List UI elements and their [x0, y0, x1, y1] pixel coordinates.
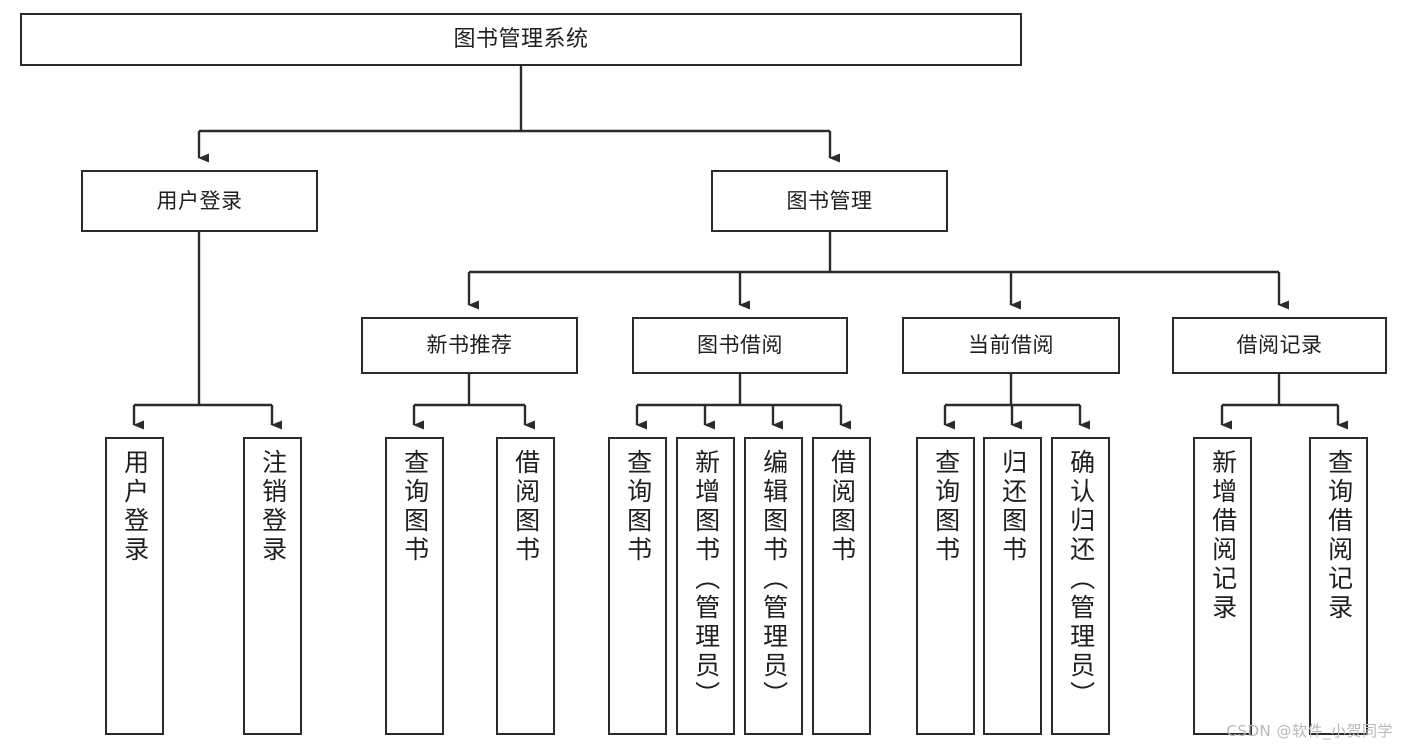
node-label: 新书推荐 [426, 333, 513, 358]
node-label: 新增图书（管理员） [691, 449, 721, 710]
leaf-user-login[interactable]: 用户登录 [105, 437, 164, 735]
leaf-borrow-edit-book-admin[interactable]: 编辑图书（管理员） [744, 437, 803, 735]
node-book-management[interactable]: 图书管理 [711, 170, 948, 232]
node-label: 查询图书 [623, 449, 653, 565]
leaf-record-query-borrow-record[interactable]: 查询借阅记录 [1309, 437, 1368, 735]
leaf-borrow-add-book-admin[interactable]: 新增图书（管理员） [676, 437, 735, 735]
node-label: 查询图书 [400, 449, 430, 565]
node-label: 图书管理系统 [453, 26, 589, 52]
node-label: 用户登录 [156, 188, 243, 213]
node-label: 用户登录 [120, 449, 150, 565]
leaf-borrow-lend-book[interactable]: 借阅图书 [812, 437, 871, 735]
node-label: 归还图书 [998, 449, 1028, 565]
node-label: 借阅图书 [827, 449, 857, 565]
node-label: 图书借阅 [697, 333, 783, 358]
leaf-newbook-borrow-book[interactable]: 借阅图书 [496, 437, 555, 735]
leaf-current-confirm-return-admin[interactable]: 确认归还（管理员） [1051, 437, 1110, 735]
leaf-user-logout[interactable]: 注销登录 [243, 437, 302, 735]
leaf-borrow-query-book[interactable]: 查询图书 [608, 437, 667, 735]
node-label: 查询图书 [931, 449, 961, 565]
node-label: 查询借阅记录 [1324, 449, 1354, 623]
csdn-watermark: CSDN @软件_小贺同学 [1226, 722, 1393, 740]
node-new-book-recommend[interactable]: 新书推荐 [361, 317, 578, 374]
node-user-login[interactable]: 用户登录 [81, 170, 318, 232]
node-label: 当前借阅 [968, 333, 1054, 358]
node-label: 借阅记录 [1236, 333, 1323, 358]
node-borrow-record[interactable]: 借阅记录 [1172, 317, 1387, 374]
node-label: 注销登录 [258, 449, 288, 565]
leaf-newbook-query-book[interactable]: 查询图书 [385, 437, 444, 735]
leaf-current-return-book[interactable]: 归还图书 [983, 437, 1042, 735]
node-label: 新增借阅记录 [1208, 449, 1238, 623]
node-root-system[interactable]: 图书管理系统 [20, 13, 1022, 66]
node-label: 确认归还（管理员） [1066, 449, 1096, 710]
node-label: 图书管理 [786, 188, 873, 213]
node-book-borrow[interactable]: 图书借阅 [632, 317, 848, 374]
leaf-record-add-borrow-record[interactable]: 新增借阅记录 [1193, 437, 1252, 735]
leaf-current-query-book[interactable]: 查询图书 [916, 437, 975, 735]
node-current-borrow[interactable]: 当前借阅 [902, 317, 1120, 374]
node-label: 编辑图书（管理员） [759, 449, 789, 710]
node-label: 借阅图书 [511, 449, 541, 565]
